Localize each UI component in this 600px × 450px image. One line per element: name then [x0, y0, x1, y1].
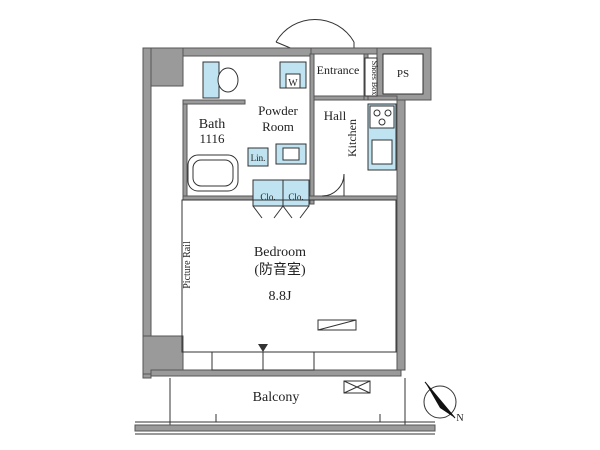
powder-room-label-2: Room: [262, 119, 294, 134]
ps-label: PS: [397, 68, 409, 80]
picture-rail-label: Picture Rail: [182, 241, 193, 289]
shoes-box-label: Shoes Box: [370, 61, 379, 95]
balcony-label: Balcony: [253, 390, 300, 405]
bedroom-subtitle: (防音室): [254, 261, 306, 278]
kitchen-counter: [367, 103, 397, 171]
toilet: [202, 61, 239, 99]
balcony-window: [211, 344, 315, 371]
entrance-label: Entrance: [317, 63, 360, 77]
closet-right-label: Clo.: [288, 192, 303, 202]
ps-shaft: [382, 53, 424, 95]
bath-size-label: 1116: [199, 131, 225, 146]
closet-left-label: Clo.: [260, 192, 275, 202]
bath-label: Bath: [199, 117, 225, 132]
north-arrow-icon: [423, 381, 457, 419]
washer-label: W: [288, 78, 298, 89]
interior-walls: [182, 53, 398, 205]
aircon-unit: [317, 319, 357, 331]
north-label: N: [456, 413, 463, 424]
linen-label: Lin.: [251, 153, 266, 163]
bedroom-label: Bedroom: [254, 245, 306, 260]
shoes-box: [364, 57, 378, 97]
kitchen-label: Kitchen: [345, 119, 359, 157]
washer-area: W: [279, 61, 307, 89]
closet-left: [252, 179, 284, 207]
closet-right: [282, 179, 310, 207]
hall-label: Hall: [324, 108, 347, 123]
balcony: [134, 378, 436, 435]
entrance-door: [275, 19, 355, 53]
powder-room-label: Powder: [258, 103, 298, 118]
bedroom-size: 8.8J: [269, 289, 293, 304]
linen-closet: [247, 147, 269, 167]
